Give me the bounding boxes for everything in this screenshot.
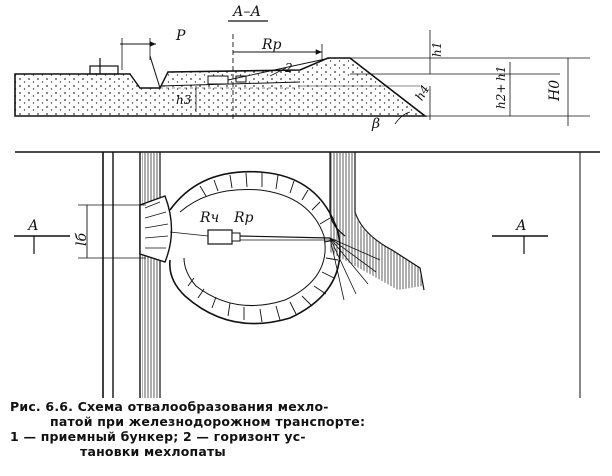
leader-2 [269,67,287,77]
plan-bunker [139,195,173,263]
label-h1b: h1 [494,66,508,81]
dump-edge-hatch [142,152,160,398]
plan-excavator [207,229,233,245]
beta-arc [394,111,411,125]
label-h0: H0 [547,80,563,102]
dump-formation-diagram: А–А P Rр 2 [14,4,600,398]
label-h4: h4 [412,83,432,103]
label-rp-top: Rр [261,37,282,53]
caption-line-2: патой при железнодорожном транспорте: [50,414,366,429]
label-h3: h3 [176,93,192,107]
label-h2: h2+ [494,84,508,109]
label-rp-plan: Rр [233,210,254,226]
dump-ring-inner [179,189,326,306]
dump-body [14,57,428,117]
plan-boom [239,235,331,239]
sec-label-left: А [27,218,39,234]
section-profile: А–А P Rр 2 [14,4,590,132]
dump-ring [168,170,341,325]
excavator-block [207,75,229,85]
rail-track [89,65,119,75]
bunker-slope [149,55,161,89]
sec-label-right: А [515,218,527,234]
plan-view: Rч Rр lб А А [14,151,600,398]
label-p: P [175,28,186,44]
plan-rch-line [169,231,209,237]
label-h1: h1 [430,42,444,57]
label-2: 2 [284,61,293,75]
caption-line-1: Рис. 6.6. Схема отвалообразования мехло- [10,399,329,414]
bench-line [159,81,301,87]
ring-radial-ticks [187,172,339,323]
boom-line [227,57,331,81]
excavator-block-2 [235,75,247,83]
section-title: А–А [232,4,261,20]
caption-line-4: тановки мехлопаты [80,444,226,459]
figure-caption: Рис. 6.6. Схема отвалообразования мехло-… [10,399,606,459]
plan-bunker-hatch [144,201,169,249]
sector-fan [329,237,381,301]
slope-hatch-right [330,152,422,290]
plan-excavator-cab [231,232,241,242]
caption-line-3: 1 — приемный бункер; 2 — горизонт ус- [10,429,306,444]
label-rch: Rч [199,210,219,226]
label-lb: lб [74,233,90,246]
label-beta: β [371,116,380,132]
